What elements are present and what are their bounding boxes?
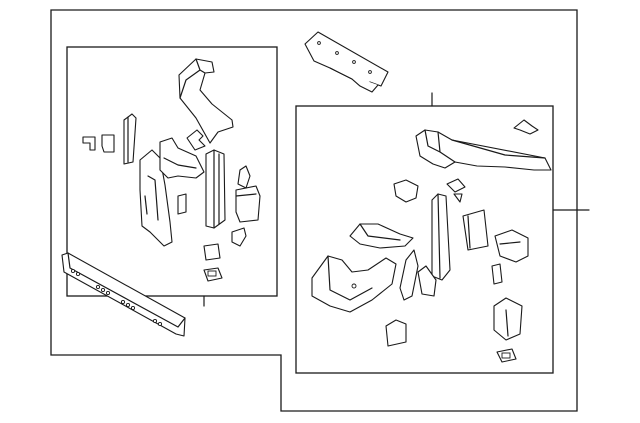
right-upper-rail	[415, 129, 552, 171]
right-box-parts	[311, 119, 552, 363]
left-box-parts	[82, 58, 261, 282]
left-subassembly-box	[66, 46, 278, 297]
lower-rail-part	[61, 252, 186, 337]
upper-crossmember-part	[304, 31, 389, 93]
left-upper-apron	[178, 58, 234, 144]
outer-frame	[50, 9, 578, 412]
leader-lines	[203, 92, 590, 307]
right-subassembly-box	[295, 105, 554, 374]
